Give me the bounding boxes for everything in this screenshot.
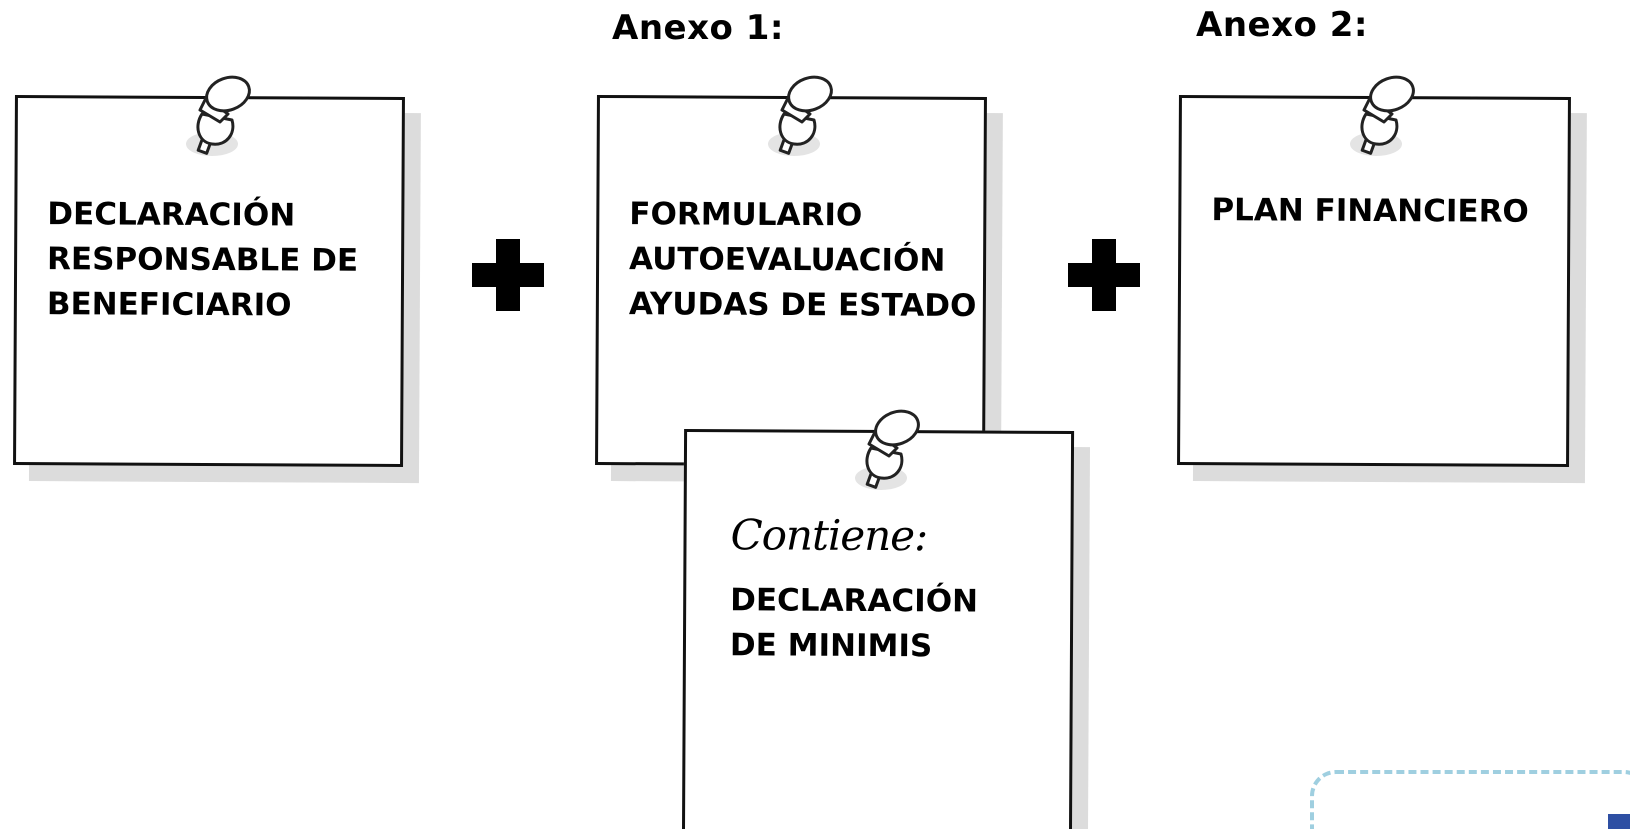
pushpin-icon — [855, 409, 920, 490]
pushpin-icon — [186, 75, 251, 156]
note-line: AUTOEVALUACIÓN — [629, 241, 946, 279]
note-line: PLAN FINANCIERO — [1211, 192, 1529, 230]
note-line: RESPONSABLE DE — [47, 241, 359, 279]
plus-icon — [472, 239, 544, 311]
note-declaracion-text: DECLARACIÓN RESPONSABLE DE BENEFICIARIO — [47, 192, 359, 329]
corner-dashed-box — [1310, 770, 1630, 829]
plus-bar-vertical — [496, 239, 520, 311]
plus-bar-vertical — [1092, 239, 1116, 311]
note-line: DE MINIMIS — [729, 627, 933, 665]
plus-icon — [1068, 239, 1140, 311]
note-line: BENEFICIARIO — [46, 286, 292, 324]
note-formulario-text: FORMULARIO AUTOEVALUACIÓN AYUDAS DE ESTA… — [629, 192, 977, 329]
note-line: FORMULARIO — [629, 196, 863, 234]
contiene-label: Contiene: — [730, 510, 928, 561]
note-plan-text: PLAN FINANCIERO — [1211, 188, 1529, 235]
note-line: AYUDAS DE ESTADO — [628, 286, 977, 324]
note-minimis-text: DECLARACIÓN DE MINIMIS — [730, 578, 978, 669]
pushpin-icon — [1350, 75, 1415, 156]
corner-blue-block — [1608, 814, 1630, 829]
pushpin-icon — [768, 75, 833, 156]
annex-1-heading: Anexo 1: — [612, 8, 784, 48]
annex-2-heading: Anexo 2: — [1196, 5, 1368, 45]
note-line: DECLARACIÓN — [730, 582, 979, 620]
note-line: DECLARACIÓN — [47, 196, 296, 234]
